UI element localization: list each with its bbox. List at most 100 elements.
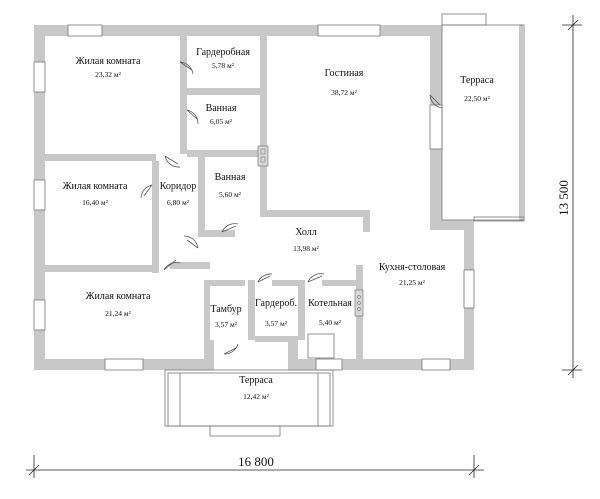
window	[33, 179, 46, 211]
svg-text:Котельная: Котельная	[308, 298, 352, 309]
svg-text:6,05 м²: 6,05 м²	[210, 117, 233, 126]
door	[429, 94, 443, 109]
svg-text:21,24 м²: 21,24 м²	[105, 309, 131, 318]
window	[429, 104, 443, 150]
svg-text:3,57 м²: 3,57 м²	[215, 320, 238, 329]
room-label-terrace-right: Терраса 22,50 м²	[460, 75, 494, 103]
wall-hall-top	[260, 210, 370, 217]
window	[67, 24, 103, 37]
dimension-width-label: 16 800	[238, 454, 274, 469]
window	[33, 61, 46, 93]
terrace-right-outline	[441, 13, 525, 222]
room-label-bathroom-1: Ванная 6,05 м²	[206, 103, 237, 126]
svg-text:3,57 м²: 3,57 м²	[265, 319, 288, 328]
svg-text:Жилая комната: Жилая комната	[63, 181, 128, 192]
wall-bed1-bed2	[34, 154, 156, 161]
svg-text:Ванная: Ванная	[215, 172, 246, 183]
svg-text:13,98 м²: 13,98 м²	[293, 244, 319, 253]
door	[163, 259, 181, 271]
room-label-hall: Холл 13,98 м²	[293, 227, 319, 253]
svg-text:21,25 м²: 21,25 м²	[399, 278, 425, 287]
windows	[33, 24, 475, 371]
wall-bath-living	[260, 36, 267, 211]
room-label-bedroom-1: Жилая комната 23,32 м²	[76, 56, 141, 79]
room-label-vestibule: Тамбур 3,57 м²	[210, 304, 241, 329]
wall-bath2-bottom-a	[205, 230, 235, 237]
svg-text:Гардеробная: Гардеробная	[196, 47, 250, 58]
window	[421, 358, 451, 371]
svg-text:16,40 м²: 16,40 м²	[82, 198, 108, 207]
wall-bath2-left	[198, 157, 205, 237]
svg-text:Гардероб.: Гардероб.	[255, 298, 297, 309]
room-label-boiler-room: Котельная 5,40 м²	[308, 298, 352, 327]
svg-text:Терраса: Терраса	[460, 75, 494, 86]
wall-vestibule-left	[204, 340, 214, 370]
door	[223, 343, 239, 355]
window	[317, 24, 381, 37]
dimension-height-label: 13 500	[556, 180, 571, 216]
window	[33, 299, 46, 331]
svg-text:Ванная: Ванная	[206, 103, 237, 114]
svg-text:6,80 м²: 6,80 м²	[167, 198, 190, 207]
boiler-unit	[307, 333, 335, 359]
svg-text:Жилая комната: Жилая комната	[76, 56, 141, 67]
svg-text:23,32 м²: 23,32 м²	[95, 70, 121, 79]
door	[164, 155, 181, 168]
dimension-height: 13 500	[556, 15, 582, 378]
wall-right-step	[430, 220, 474, 230]
svg-text:Гостиная: Гостиная	[325, 68, 364, 79]
wall-vestibule-right	[288, 340, 298, 370]
room-label-kitchen-dining: Кухня-столовая 21,25 м²	[379, 262, 446, 287]
door	[140, 184, 153, 199]
door	[183, 235, 199, 249]
door	[257, 273, 273, 283]
svg-text:5,78 м²: 5,78 м²	[212, 61, 235, 70]
svg-text:Терраса: Терраса	[239, 375, 273, 386]
svg-text:22,50 м²: 22,50 м²	[464, 94, 490, 103]
terrace-bottom-outline	[164, 369, 334, 437]
wall-bath-bottom	[187, 150, 260, 157]
wall-boiler-top	[322, 280, 360, 286]
wall-wardrobe-boiler	[298, 280, 305, 340]
svg-text:38,72 м²: 38,72 м²	[331, 88, 357, 97]
room-label-bedroom-2: Жилая комната 16,40 м²	[63, 181, 128, 207]
window	[104, 358, 144, 371]
svg-text:Кухня-столовая: Кухня-столовая	[379, 262, 446, 273]
svg-text:Тамбур: Тамбур	[210, 304, 241, 315]
room-label-living-room: Гостиная 38,72 м²	[325, 68, 364, 97]
wall-wardrobe-bath	[187, 88, 260, 95]
dimension-width: 16 800	[26, 454, 484, 478]
wall-top	[34, 25, 442, 36]
room-label-terrace-bottom: Терраса 12,42 м²	[239, 375, 273, 401]
wall-wardrobe-bottom	[255, 336, 298, 342]
svg-text:Холл: Холл	[295, 227, 316, 238]
door	[179, 61, 194, 75]
wall-bottom-right	[288, 359, 474, 370]
wall-vestibule-top	[205, 280, 245, 286]
door	[221, 223, 239, 233]
room-label-wardrobe: Гардеробная 5,78 м²	[196, 47, 250, 70]
wall-corridor-left	[152, 161, 159, 273]
wall-vestibule-left-inner	[204, 280, 210, 342]
svg-text:Коридор: Коридор	[160, 181, 197, 192]
window	[315, 358, 343, 371]
svg-text:Жилая комната: Жилая комната	[86, 291, 151, 302]
wall-hall-top-stub	[363, 210, 370, 232]
svg-text:12,42 м²: 12,42 м²	[243, 392, 269, 401]
doors	[140, 61, 443, 355]
window	[463, 269, 475, 309]
room-label-wardrobe-2: Гардероб. 3,57 м²	[255, 298, 297, 328]
room-label-corridor: Коридор 6,80 м²	[160, 181, 197, 207]
svg-text:5,40 м²: 5,40 м²	[319, 318, 342, 327]
door	[186, 109, 199, 125]
wall-bed3-top-right	[170, 262, 210, 269]
wall-wardrobe-top	[272, 280, 302, 286]
room-label-bedroom-3: Жилая комната 21,24 м²	[86, 291, 151, 318]
room-label-bathroom-2: Ванная 5,60 м²	[215, 172, 246, 199]
wall-bed1-right	[180, 36, 187, 154]
wall-vestibule-wardrobe	[248, 280, 255, 340]
kitchen-vent	[354, 289, 364, 317]
vent-shaft	[257, 145, 269, 167]
wall-bed2-bed3	[34, 265, 156, 272]
